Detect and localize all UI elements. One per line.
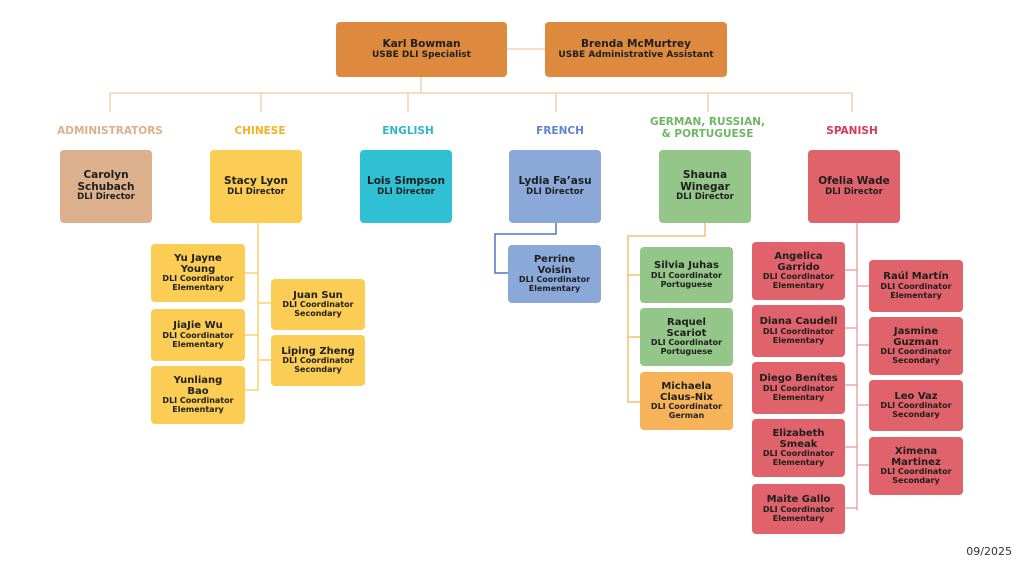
coordinator-role: DLI Coordinator Elementary <box>762 449 835 468</box>
header-french: FRENCH <box>536 125 584 137</box>
coordinator-card: Silvia Juhas DLI Coordinator Portuguese <box>640 247 733 303</box>
director-role: DLI Director <box>77 192 135 203</box>
coordinator-name: Liping Zheng <box>281 345 355 357</box>
coordinator-role: DLI Coordinator Elementary <box>162 396 234 415</box>
coordinator-card: Juan Sun DLI Coordinator Secondary <box>271 279 365 330</box>
coordinator-role: DLI Coordinator Portuguese <box>650 338 723 357</box>
coordinator-card: Leo Vaz DLI Coordinator Secondary <box>869 380 963 431</box>
coordinator-name: Angelica Garrido <box>774 250 823 274</box>
coordinator-role: DLI Coordinator Elementary <box>762 272 835 291</box>
top-name: Karl Bowman <box>382 37 461 50</box>
header-chinese: CHINESE <box>234 125 286 137</box>
director-role: DLI Director <box>227 186 285 197</box>
coordinator-card: Yunliang Bao DLI Coordinator Elementary <box>151 366 245 424</box>
coordinator-name: Elizabeth Smeak <box>772 427 825 451</box>
coordinator-name: Jasmine Guzman <box>893 325 939 349</box>
header-administrators: ADMINISTRATORS <box>57 125 163 137</box>
director-name: Lydia Fa’asu <box>518 174 592 187</box>
header-german-russian-portuguese: GERMAN, RUSSIAN, & PORTUGUESE <box>650 116 765 141</box>
director-name: Lois Simpson <box>367 174 445 187</box>
director-english: Lois Simpson DLI Director <box>360 150 452 223</box>
coordinator-name: Maite Gallo <box>766 494 831 506</box>
coordinator-name: Perrine Voisin <box>533 253 576 277</box>
coordinator-card: Yu Jayne Young DLI Coordinator Elementar… <box>151 244 245 302</box>
coordinator-card: Angelica Garrido DLI Coordinator Element… <box>752 242 845 300</box>
coordinator-name: JiaJie Wu <box>173 320 223 332</box>
coordinator-name: Leo Vaz <box>894 390 938 402</box>
coordinator-role: DLI Coordinator Secondary <box>282 300 354 319</box>
coordinator-role: DLI Coordinator Secondary <box>880 401 952 420</box>
coordinator-role: DLI Coordinator Elementary <box>880 281 952 300</box>
director-role: DLI Director <box>825 186 883 197</box>
coordinator-role: DLI Coordinator Elementary <box>762 383 835 402</box>
header-english: ENGLISH <box>382 125 434 137</box>
coordinator-role: DLI Coordinator Portuguese <box>650 270 723 289</box>
coordinator-name: Diego Benítes <box>759 373 838 385</box>
coordinator-name: Ximena Martinez <box>891 445 941 469</box>
coordinator-card: Raúl Martín DLI Coordinator Elementary <box>869 260 963 312</box>
coordinator-role: DLI Coordinator Elementary <box>762 504 835 523</box>
director-role: DLI Director <box>377 186 435 197</box>
coordinator-role: DLI Coordinator Elementary <box>162 274 234 293</box>
coordinator-card: Liping Zheng DLI Coordinator Secondary <box>271 335 365 386</box>
coordinator-name: Yunliang Bao <box>173 374 223 398</box>
coordinator-card: Ximena Martinez DLI Coordinator Secondar… <box>869 437 963 495</box>
coordinator-role: DLI Coordinator Elementary <box>762 326 835 345</box>
coordinator-role: DLI Coordinator Secondary <box>282 356 354 375</box>
top-name: Brenda McMurtrey <box>581 37 691 50</box>
director-role: DLI Director <box>676 192 734 203</box>
coordinator-card: JiaJie Wu DLI Coordinator Elementary <box>151 309 245 361</box>
director-role: DLI Director <box>526 186 584 197</box>
coordinator-card: Raquel Scariot DLI Coordinator Portugues… <box>640 308 733 366</box>
coordinator-name: Raúl Martín <box>883 271 949 283</box>
brenda-mcmurtrey-box: Brenda McMurtrey USBE Administrative Ass… <box>545 22 727 77</box>
coordinator-name: Silvia Juhas <box>654 260 719 272</box>
coordinator-name: Michaela Claus-Nix <box>660 380 713 404</box>
director-name: Carolyn Schubach <box>77 168 135 193</box>
header-spanish: SPANISH <box>826 125 878 137</box>
director-administrators: Carolyn Schubach DLI Director <box>60 150 152 223</box>
top-role: USBE Administrative Assistant <box>558 50 714 61</box>
karl-bowman-box: Karl Bowman USBE DLI Specialist <box>336 22 507 77</box>
coordinator-card: Elizabeth Smeak DLI Coordinator Elementa… <box>752 419 845 477</box>
coordinator-card: Michaela Claus-Nix DLI Coordinator Germa… <box>640 372 733 430</box>
director-name: Stacy Lyon <box>224 174 288 187</box>
director-spanish: Ofelia Wade DLI Director <box>808 150 900 223</box>
coordinator-role: DLI Coordinator Elementary <box>518 275 591 294</box>
coordinator-name: Diana Caudell <box>759 316 838 328</box>
coordinator-card: Diego Benítes DLI Coordinator Elementary <box>752 362 845 414</box>
coordinator-role: DLI Coordinator Secondary <box>880 347 952 366</box>
coordinator-card: Perrine Voisin DLI Coordinator Elementar… <box>508 245 601 303</box>
top-role: USBE DLI Specialist <box>372 50 471 61</box>
coordinator-card: Jasmine Guzman DLI Coordinator Secondary <box>869 317 963 375</box>
director-chinese: Stacy Lyon DLI Director <box>210 150 302 223</box>
director-name: Ofelia Wade <box>818 174 890 187</box>
coordinator-card: Maite Gallo DLI Coordinator Elementary <box>752 484 845 534</box>
coordinator-card: Diana Caudell DLI Coordinator Elementary <box>752 305 845 357</box>
coordinator-role: DLI Coordinator Secondary <box>880 467 952 486</box>
director-name: Shauna Winegar <box>680 168 730 193</box>
coordinator-name: Juan Sun <box>293 289 343 301</box>
coordinator-name: Raquel Scariot <box>666 316 707 340</box>
coordinator-role: DLI Coordinator German <box>650 402 723 421</box>
director-french: Lydia Fa’asu DLI Director <box>509 150 601 223</box>
date-label: 09/2025 <box>966 545 1012 558</box>
director-german: Shauna Winegar DLI Director <box>659 150 751 223</box>
coordinator-name: Yu Jayne Young <box>174 252 222 276</box>
coordinator-role: DLI Coordinator Elementary <box>162 330 234 349</box>
